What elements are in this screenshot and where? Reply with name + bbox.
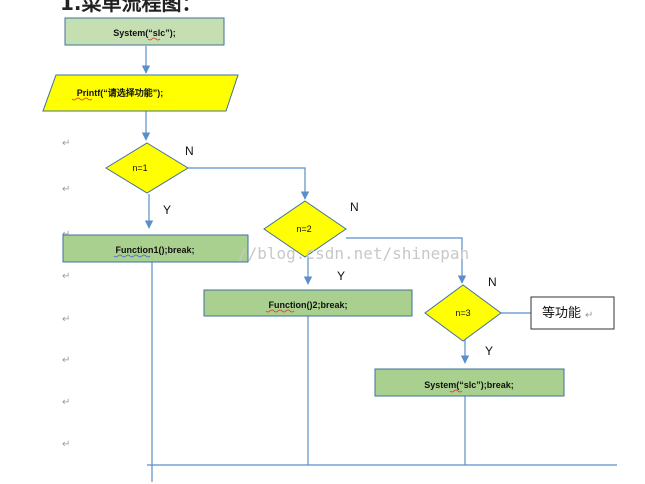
function-2-shape [203,289,413,317]
other-functions-shape [530,296,615,330]
arrow-cond1-no [188,167,310,200]
decision-2: n=2 [263,200,347,258]
function-1-label: Function1();break; [115,245,194,255]
paragraph-mark: ↵ [585,310,593,321]
paragraph-marks: ↵ ↵ ↵ ↵ ↵ ↵ ↵ ↵ ↵ [62,102,70,450]
decision-2-yes-label: Y [337,269,345,283]
decision-1-no-label: N [185,144,194,158]
connectors [141,46,617,482]
input-box: Printf(“请选择功能”); [42,74,239,112]
decision-3-label: n=3 [455,308,470,318]
paragraph-mark: ↵ [62,138,70,149]
paragraph-mark: ↵ [62,439,70,450]
decision-3-shape [424,284,502,342]
input-box-shape [42,74,239,112]
decision-3-no-label: N [488,275,497,289]
start-box-shape [64,17,225,46]
decision-1-yes-label: Y [163,203,171,217]
paragraph-mark: ↵ [62,271,70,282]
function-3-shape [374,368,565,397]
start-box-label: System(“slc”); [113,28,176,38]
decision-1: n=1 [105,142,189,194]
start-box: System(“slc”); [64,17,225,46]
page-heading: 1.菜单流程图： [60,0,202,15]
spellcheck-underline [449,389,463,393]
spellcheck-underline [265,309,295,313]
paragraph-mark: ↵ [62,184,70,195]
other-functions-label: 等功能 [542,305,581,321]
function-3-label: System(“slc”);break; [424,380,514,390]
decision-2-no-label: N [350,200,359,214]
function-3-box: System(“slc”);break; [374,368,565,397]
function-1-shape [62,234,249,263]
other-functions-box: 等功能 ↵ [530,296,615,330]
function-2-box: Function()2;break; [203,289,413,317]
paragraph-mark: ↵ [62,397,70,408]
decision-2-label: n=2 [296,224,311,234]
decision-3-yes-label: Y [485,344,493,358]
paragraph-mark: ↵ [62,314,70,325]
input-box-label: Printf(“请选择功能”); [77,87,164,98]
decision-2-shape [263,200,347,258]
arrow-cond2-no [346,237,467,284]
spellcheck-underline [147,37,161,41]
decision-3: n=3 [424,284,502,342]
decision-1-shape [105,142,189,194]
spellcheck-underline [71,97,93,101]
decision-1-label: n=1 [132,163,147,173]
spellcheck-underline [113,254,151,258]
function-2-label: Function()2;break; [268,300,347,310]
paragraph-mark: ↵ [62,355,70,366]
watermark: //blog.csdn.net/shinepan [238,244,469,263]
function-1-box: Function1();break; [62,234,249,263]
